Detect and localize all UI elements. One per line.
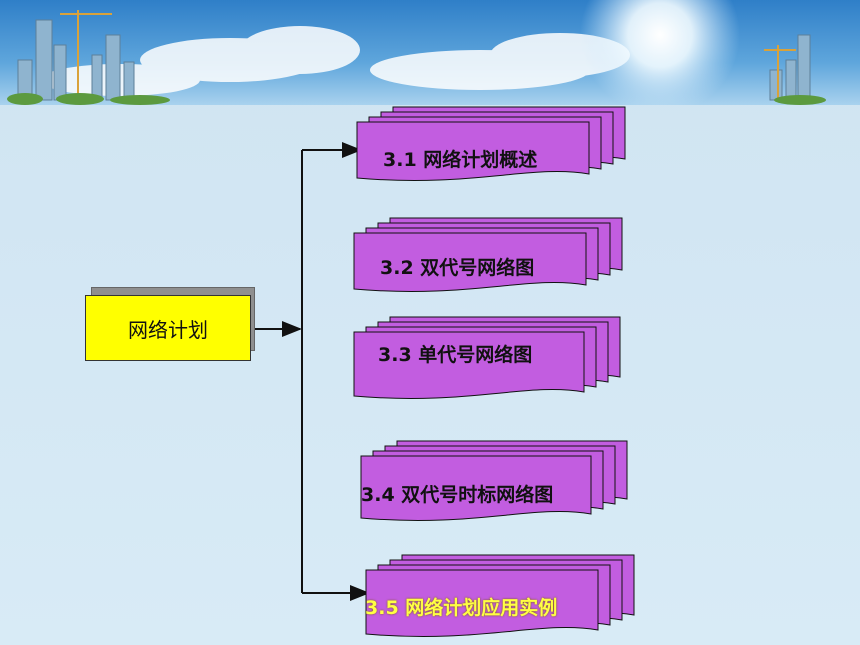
node-label-3-3: 3.3 单代号网络图 [378, 344, 533, 366]
node-shapes [353, 106, 635, 637]
node-front-page [353, 232, 587, 292]
node-label-3-4: 3.4 双代号时标网络图 [361, 484, 554, 506]
node-3-1 [356, 106, 626, 181]
header-banner [0, 0, 860, 105]
node-front-page [356, 121, 590, 181]
node-front-page [353, 331, 585, 399]
node-label-3-2: 3.2 双代号网络图 [380, 257, 535, 279]
root-node-label: 网络计划 [128, 317, 208, 342]
root-node-face: 网络计划 [85, 295, 251, 361]
city-skyline [17, 19, 811, 101]
connector-lines [252, 142, 370, 601]
node-3-2 [353, 217, 623, 292]
node-label-3-5: 3.5 网络计划应用实例 [365, 597, 558, 619]
node-front-page [365, 569, 599, 637]
root-node: 网络计划 [85, 287, 255, 363]
crane-icon [60, 10, 796, 100]
node-3-3 [353, 316, 621, 399]
trees-decoration [7, 93, 826, 105]
node-3-4 [360, 440, 628, 521]
sun-icon [580, 0, 740, 105]
node-3-5 [365, 554, 635, 637]
node-front-page [360, 455, 592, 521]
node-label-3-1: 3.1 网络计划概述 [383, 149, 538, 171]
